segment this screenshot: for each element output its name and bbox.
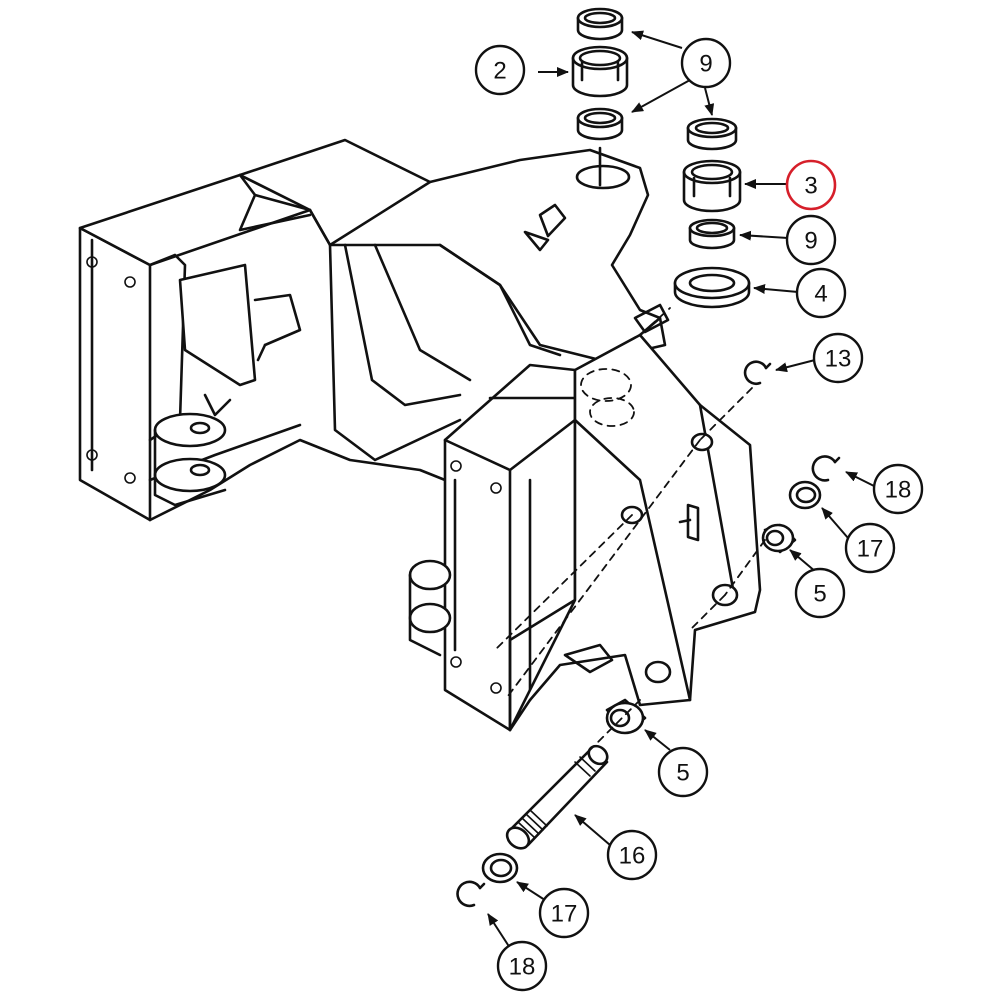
callout-17-lower: 17 [538,887,590,939]
upper-right-bushing-stack [673,117,751,309]
callout-13: 13 [812,332,864,384]
snap-ring-18-upper [811,455,841,482]
spacer-ring-right-top [686,117,738,151]
callout-18-upper: 18 [872,463,924,515]
washer-17-upper [788,480,822,510]
spacer-ring-top [576,7,624,41]
bushing-5-upper [761,523,797,554]
callout-2: 2 [474,44,526,96]
callout-17-upper-label: 17 [857,536,884,563]
callout-16-label: 16 [619,843,646,870]
callout-13-label: 13 [825,346,852,373]
leader-lines [487,30,877,949]
callout-5-lower-label: 5 [676,760,689,787]
upper-left-bushing-stack [571,7,629,141]
thrust-washer-4 [673,266,751,309]
bushing-2 [571,45,629,98]
pivot-pin-16 [505,744,609,850]
callout-4: 4 [795,267,847,319]
callout-17-upper: 17 [844,522,896,574]
callout-18-upper-label: 18 [885,477,912,504]
callout-16: 16 [606,829,658,881]
washer-17-lower [481,852,519,884]
callout-2-label: 2 [493,58,506,85]
callout-18-lower: 18 [496,940,548,992]
spacer-ring-lower [576,107,624,141]
callout-18-lower-label: 18 [509,954,536,981]
callout-5-upper: 5 [794,567,846,619]
bushing-3 [682,159,742,213]
snap-ring-18-lower [456,880,486,908]
callout-3: 3 [785,159,837,211]
callout-5-upper-label: 5 [813,581,826,608]
callout-9-mid: 9 [785,214,837,266]
spacer-ring-right-lower [688,218,736,250]
callout-17-lower-label: 17 [551,901,578,928]
callout-4-label: 4 [814,281,827,308]
assembly-center-lines [494,307,766,781]
bushing-5-lower [605,698,647,735]
callout-5-lower: 5 [657,746,709,798]
snap-ring-13 [743,360,772,385]
loader-frame [78,138,762,732]
callout-9-top-label: 9 [699,51,712,78]
callout-3-label: 3 [804,173,817,200]
callout-9-mid-label: 9 [804,228,817,255]
callout-9-top: 9 [680,37,732,89]
